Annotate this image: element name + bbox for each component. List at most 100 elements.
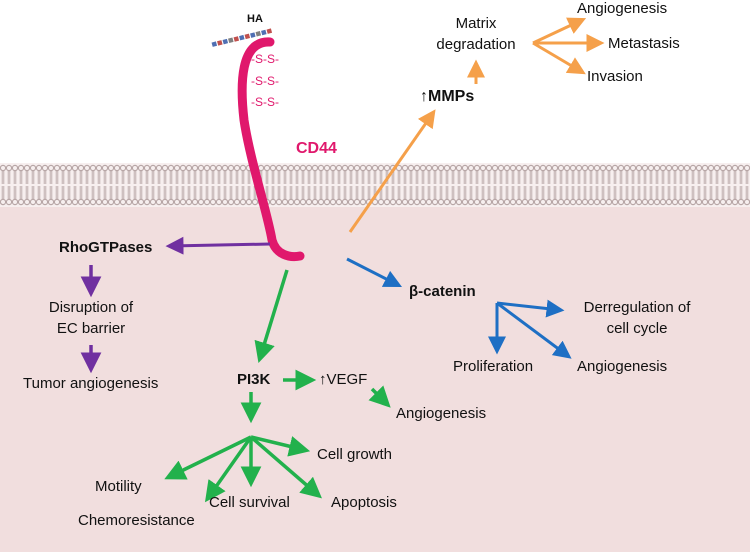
ha-unit	[255, 31, 262, 37]
lipid-head	[227, 164, 235, 172]
lipid-head	[443, 164, 451, 172]
lipid-head	[185, 198, 193, 206]
lipid-head	[635, 198, 643, 206]
lipid-head	[203, 164, 211, 172]
lipid-head	[395, 198, 403, 206]
lipid-head	[569, 164, 577, 172]
lipid-head	[665, 164, 673, 172]
lipid-head	[329, 164, 337, 172]
lipid-head	[263, 164, 271, 172]
lipid-head	[89, 198, 97, 206]
lipid-head	[137, 198, 145, 206]
lipid-head	[11, 198, 19, 206]
ha-unit	[233, 36, 240, 42]
ha-unit	[217, 40, 223, 46]
lipid-head	[473, 164, 481, 172]
lipid-head	[173, 164, 181, 172]
lipid-head	[539, 164, 547, 172]
lipid-head	[101, 164, 109, 172]
lipid-head	[245, 198, 253, 206]
lipid-head	[377, 164, 385, 172]
lipid-head	[689, 164, 697, 172]
lipid-head	[365, 164, 373, 172]
motility-label: Motility	[95, 478, 142, 495]
lipid-head	[389, 198, 397, 206]
lipid-head	[479, 198, 487, 206]
lipid-head	[251, 198, 259, 206]
lipid-head	[233, 164, 241, 172]
disulfide-bond-2: -S-S-	[251, 74, 279, 88]
lipid-head	[59, 198, 67, 206]
lipid-head	[497, 198, 505, 206]
lipid-head	[611, 198, 619, 206]
lipid-head	[449, 164, 457, 172]
lipid-head	[485, 198, 493, 206]
lipid-head	[197, 198, 205, 206]
lipid-head	[23, 164, 31, 172]
beta-catenin-label: β-catenin	[409, 283, 476, 300]
lipid-head	[575, 198, 583, 206]
lipid-head	[677, 198, 685, 206]
cytoplasm-region	[0, 205, 750, 552]
lipid-head	[563, 164, 571, 172]
lipid-head	[485, 164, 493, 172]
lipid-head	[437, 164, 445, 172]
pi3k-label: PI3K	[237, 371, 271, 388]
lipid-head	[119, 164, 127, 172]
lipid-head	[641, 164, 649, 172]
lipid-head	[413, 198, 421, 206]
lipid-head	[29, 164, 37, 172]
arrow-matrix-to-angiogenesis	[532, 17, 587, 45]
lipid-head	[401, 164, 409, 172]
lipid-head	[227, 198, 235, 206]
lipid-head	[287, 164, 295, 172]
lipid-head	[191, 198, 199, 206]
lipid-head	[647, 164, 655, 172]
lipid-head	[467, 198, 475, 206]
lipid-head	[557, 198, 565, 206]
lipid-head	[239, 164, 247, 172]
lipid-head	[695, 164, 703, 172]
lipid-head	[569, 198, 577, 206]
lipid-head	[707, 164, 715, 172]
lipid-head	[629, 198, 637, 206]
lipid-head	[155, 164, 163, 172]
lipid-head	[89, 164, 97, 172]
lipid-head	[455, 198, 463, 206]
lipid-head	[473, 198, 481, 206]
lipid-head	[77, 198, 85, 206]
lipid-head	[671, 164, 679, 172]
lipid-head	[467, 164, 475, 172]
cell-growth-label: Cell growth	[317, 446, 393, 463]
lipid-head	[647, 198, 655, 206]
derregulation-line1: Derregulation of	[583, 299, 691, 316]
lipid-head	[311, 164, 319, 172]
cell-survival-label: Cell survival	[209, 494, 290, 511]
lipid-head	[5, 198, 13, 206]
lipid-head	[131, 164, 139, 172]
lipid-head	[281, 164, 289, 172]
lipid-head	[431, 164, 439, 172]
lipid-head	[101, 198, 109, 206]
lipid-head	[503, 164, 511, 172]
lipid-head	[131, 198, 139, 206]
lipid-head	[113, 198, 121, 206]
lipid-head	[269, 198, 277, 206]
lipid-head	[491, 198, 499, 206]
lipid-head	[293, 164, 301, 172]
lipid-head	[533, 198, 541, 206]
lipid-head	[671, 198, 679, 206]
ha-unit	[261, 29, 267, 36]
lipid-head	[659, 198, 667, 206]
lipid-head	[653, 198, 661, 206]
arrow-cd44-to-pi3k	[254, 269, 289, 364]
derregulation-line2: cell cycle	[606, 320, 668, 337]
lipid-head	[509, 198, 517, 206]
lipid-head	[167, 164, 175, 172]
lipid-head	[209, 198, 217, 206]
lipid-head	[581, 164, 589, 172]
lipid-head	[545, 198, 553, 206]
lipid-head	[515, 164, 523, 172]
